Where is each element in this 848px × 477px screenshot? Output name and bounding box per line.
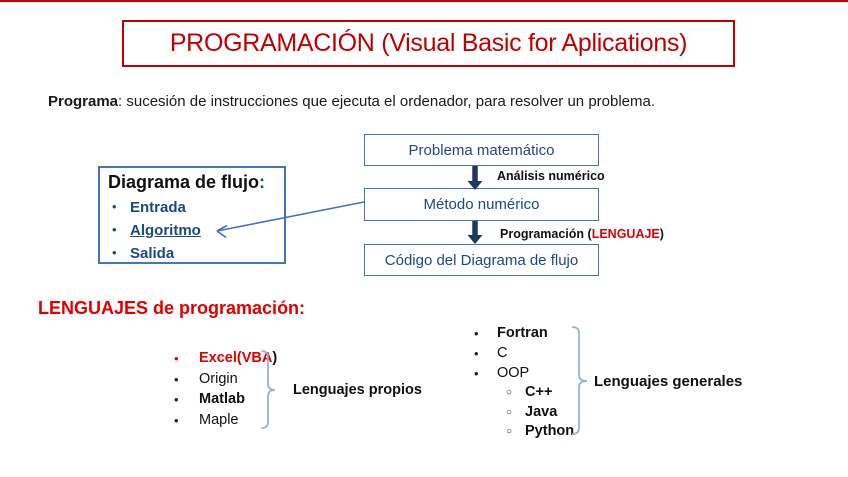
flujo-item-entrada: Entrada: [130, 199, 186, 216]
bullet-icon: •: [174, 392, 179, 407]
list-item-java: Java: [525, 404, 558, 420]
languages-heading: LENGUAJES de programación:: [38, 298, 306, 318]
intro-rest: : sucesión de instrucciones que ejecuta …: [118, 93, 656, 110]
bullet-icon: •: [174, 351, 179, 366]
arrow2-label-suffix: ): [659, 227, 664, 241]
right-brace-label: Lenguajes generales: [594, 373, 743, 390]
bullet-icon: •: [474, 366, 479, 381]
list-item-c: C: [497, 345, 508, 361]
list-item-oop: OOP: [497, 365, 530, 381]
top-accent-line: [0, 0, 848, 2]
flujo-title-colon: :: [259, 172, 266, 192]
bullet-icon: •: [112, 222, 117, 237]
bullet-icon: •: [474, 326, 479, 341]
excel-vba-red: Excel(VBA: [199, 350, 273, 366]
bullet-icon: •: [112, 245, 117, 260]
circle-bullet-icon: ○: [506, 407, 513, 418]
slide-title: PROGRAMACIÓN (Visual Basic for Aplicatio…: [169, 29, 688, 57]
right-brace: [571, 326, 588, 435]
list-item-matlab: Matlab: [199, 391, 245, 407]
arrow1-label: Análisis numérico: [497, 169, 605, 183]
arrow2-label: Programación (LENGUAJE): [500, 227, 664, 241]
flow-box-label: Problema matemático: [408, 141, 555, 159]
list-item-fortran: Fortran: [497, 325, 548, 341]
flow-box-label: Código del Diagrama de flujo: [384, 251, 579, 269]
list-item-python: Python: [525, 423, 575, 439]
bullet-icon: •: [174, 372, 179, 387]
arrow2-label-prefix: Programación (: [500, 227, 592, 241]
circle-bullet-icon: ○: [506, 426, 513, 437]
bullet-icon: •: [174, 413, 179, 428]
list-item-maple: Maple: [199, 412, 239, 428]
flujo-item-algoritmo: Algoritmo: [130, 222, 201, 239]
arrow2-label-highlight: LENGUAJE: [591, 227, 660, 241]
slide-title-box: PROGRAMACIÓN (Visual Basic for Aplicatio…: [122, 20, 735, 67]
excel-vba-paren: ): [272, 350, 278, 366]
flow-arrow-down-1: [467, 166, 483, 190]
flow-arrow-down-2: [467, 221, 483, 244]
list-item-cpp: C++: [525, 384, 553, 400]
flow-box-label: Método numérico: [423, 196, 540, 213]
flujo-item-salida: Salida: [130, 245, 175, 262]
flujo-panel-title: Diagrama de flujo:: [108, 172, 265, 193]
left-brace-label: Lenguajes propios: [293, 382, 422, 398]
intro-paragraph: Programa: sucesión de instrucciones que …: [48, 93, 655, 110]
list-item-excel-vba: Excel(VBA): [199, 350, 277, 366]
flow-box-problema-matematico: Problema matemático: [364, 134, 599, 166]
list-item-origin: Origin: [199, 371, 238, 387]
flujo-title-text: Diagrama de flujo: [108, 172, 260, 192]
flow-box-codigo-diagrama: Código del Diagrama de flujo: [364, 244, 599, 276]
intro-lead: Programa: [48, 93, 119, 110]
bullet-icon: •: [474, 346, 479, 361]
flujo-panel: Diagrama de flujo: • Entrada • Algoritmo…: [98, 166, 286, 264]
circle-bullet-icon: ○: [506, 387, 513, 398]
bullet-icon: •: [112, 199, 117, 214]
flow-box-metodo-numerico: Método numérico: [364, 188, 599, 221]
